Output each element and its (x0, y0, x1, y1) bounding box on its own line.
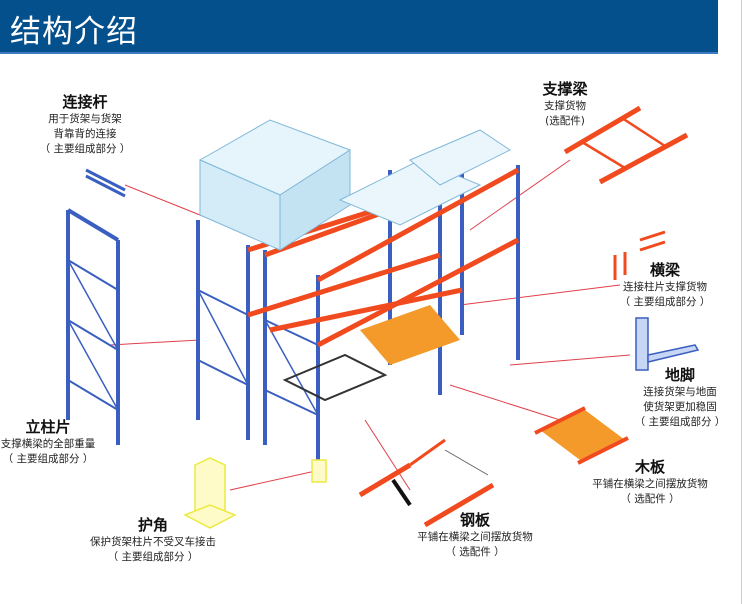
beam-desc-1: 连接柱片支撑货物 (623, 281, 707, 293)
corner-guard-desc-1: 保护货架柱片不受叉车接击 (90, 536, 216, 548)
connector-desc-1: 用于货架与货架 (48, 113, 122, 125)
corner-guard-title: 护角 (137, 516, 168, 534)
steel-plate-desc-1: 平铺在横梁之间摆放货物 (417, 531, 533, 543)
wood-plank-label: 木板 平铺在横梁之间摆放货物 （ 选配件 ） (592, 458, 708, 507)
wood-plank-title: 木板 (634, 458, 665, 476)
connector-icon (85, 168, 126, 198)
wood-plank-desc-1: 平铺在横梁之间摆放货物 (592, 478, 708, 490)
rack-plank (360, 305, 460, 365)
wood-plank-desc-2: （ 选配件 ） (620, 493, 680, 505)
upright-frame-desc-1: 支撑横梁的全部重量 (0, 438, 96, 450)
foot-desc-1: 连接货架与地面 (643, 386, 717, 398)
corner-guard-label: 护角 保护货架柱片不受叉车接击 （ 主要组成部分 ） (90, 516, 216, 565)
upright-frame-label: 立柱片 支撑横梁的全部重量 （ 主要组成部分 ） (1, 418, 96, 467)
support-beam-icon (563, 105, 689, 185)
page-title: 结构介绍 (10, 14, 138, 50)
corner-guard-desc-2: （ 主要组成部分 ） (107, 551, 199, 563)
page-header: 结构介绍 (0, 0, 718, 54)
rack-steel-plate (282, 353, 388, 402)
foot-icon (635, 317, 700, 371)
connector-desc-3: （ 主要组成部分 ） (39, 143, 131, 155)
wood-plank-icon (534, 406, 629, 465)
corner-guard-icon (183, 457, 327, 529)
upright-frame-desc-2: （ 主要组成部分 ） (2, 453, 94, 465)
pallet-goods (198, 119, 511, 251)
connector-title: 连接杆 (62, 93, 108, 111)
steel-plate-desc-2: （ 选配件 ） (445, 546, 505, 558)
upright-frame-title: 立柱片 (25, 418, 71, 436)
beam-label: 横梁 连接柱片支撑货物 （ 主要组成部分 ） (620, 261, 711, 310)
divider (741, 0, 742, 604)
steel-plate-label: 钢板 平铺在横梁之间摆放货物 （ 选配件 ） (417, 511, 533, 560)
beam-icon (613, 230, 666, 280)
connector-label: 连接杆 用于货架与货架 背靠背的连接 （ 主要组成部分 ） (40, 93, 131, 157)
steel-plate-icon (358, 438, 495, 528)
steel-plate-title: 钢板 (459, 511, 490, 529)
support-beam-desc-1: 支撑货物 (543, 100, 586, 112)
foot-desc-2: 使货架更加稳固 (643, 401, 717, 413)
foot-desc-3: （ 主要组成部分 ） (634, 416, 726, 428)
support-beam-title: 支撑梁 (542, 80, 588, 98)
upright-frame-icon (66, 208, 120, 445)
beam-title: 横梁 (649, 261, 680, 279)
foot-label: 地脚 连接货架与地面 使货架更加稳固 （ 主要组成部分 ） (635, 366, 726, 430)
support-beam-label: 支撑梁 支撑货物 (选配件) (542, 80, 587, 129)
connector-desc-2: 背靠背的连接 (53, 128, 117, 140)
support-beam-desc-2: (选配件) (545, 115, 585, 127)
beam-desc-2: （ 主要组成部分 ） (619, 296, 711, 308)
rack-structure-diagram (66, 105, 700, 529)
foot-title: 地脚 (664, 366, 695, 384)
